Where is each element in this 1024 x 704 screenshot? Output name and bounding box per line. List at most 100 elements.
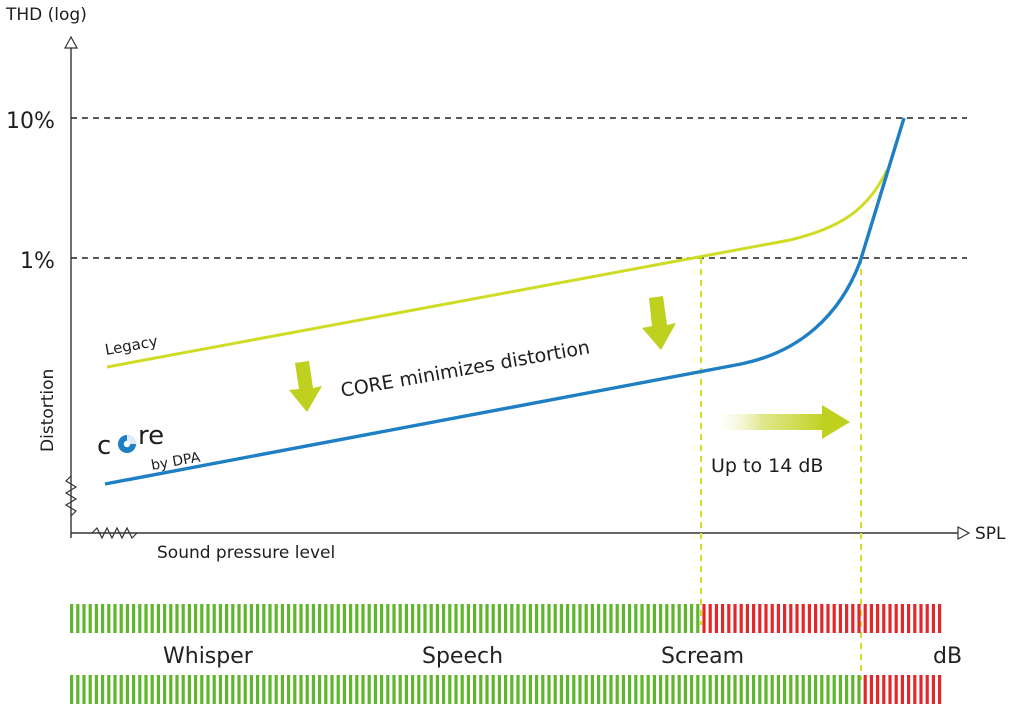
meter-segment-green <box>671 675 675 704</box>
meter-segment-green <box>479 675 483 704</box>
meter-segment-green <box>355 675 359 704</box>
meter-segment-red <box>708 604 712 633</box>
meter-segment-green <box>510 675 514 704</box>
minimizes-callout: CORE minimizes distortion <box>339 336 591 402</box>
meter-segment-green <box>541 675 545 704</box>
meter-segment-green <box>169 675 173 704</box>
meter-segment-green <box>355 604 359 633</box>
meter-segment-green <box>448 675 452 704</box>
meter-segment-green <box>274 604 278 633</box>
meter-segment-green <box>212 675 216 704</box>
meter-segment-green <box>696 604 700 633</box>
meter-segment-red <box>857 604 861 633</box>
meter-segment-green <box>590 604 594 633</box>
meter-segment-red <box>826 604 830 633</box>
meter-segment-green <box>169 604 173 633</box>
meter-segment-green <box>473 675 477 704</box>
meter-segment-green <box>783 675 787 704</box>
meter-segment-green <box>845 675 849 704</box>
meter-segment-red <box>894 675 898 704</box>
meter-segment-green <box>516 675 520 704</box>
meter-segment-green <box>293 675 297 704</box>
meter-segment-green <box>237 604 241 633</box>
meter-segment-green <box>621 604 625 633</box>
meter-segment-green <box>150 604 154 633</box>
meter-segment-red <box>863 675 867 704</box>
meter-segment-green <box>615 604 619 633</box>
meter-segment-green <box>528 675 532 704</box>
meter-segment-green <box>677 604 681 633</box>
band-label-whisper: Whisper <box>163 644 254 669</box>
meter-segment-green <box>572 604 576 633</box>
meter-segment-green <box>181 675 185 704</box>
level-label-10pct: 10% <box>6 109 55 134</box>
meter-segment-green <box>318 675 322 704</box>
meter-segment-green <box>342 604 346 633</box>
meter-segment-green <box>175 604 179 633</box>
meter-segment-green <box>280 604 284 633</box>
meter-segment-green <box>795 675 799 704</box>
meter-segment-red <box>838 604 842 633</box>
meter-segment-green <box>194 604 198 633</box>
y-axis-arrow-icon <box>63 35 79 49</box>
meter-segment-green <box>535 675 539 704</box>
core-curve <box>104 117 906 486</box>
meter-segment-green <box>473 604 477 633</box>
x-axis-arrow-icon <box>957 525 971 541</box>
meter-segment-green <box>138 604 142 633</box>
meter-segment-green <box>287 604 291 633</box>
meter-segment-green <box>448 604 452 633</box>
meter-segment-green <box>690 604 694 633</box>
meter-segment-green <box>404 604 408 633</box>
meter-segment-green <box>175 675 179 704</box>
x-axis-side-label: Sound pressure level <box>157 543 335 563</box>
meter-segment-green <box>386 675 390 704</box>
meter-segment-green <box>553 675 557 704</box>
meter-segment-green <box>553 604 557 633</box>
meter-segment-green <box>442 604 446 633</box>
meter-segment-red <box>795 604 799 633</box>
meter-segment-green <box>404 675 408 704</box>
meter-segment-green <box>423 675 427 704</box>
meter-segment-green <box>566 604 570 633</box>
meter-segment-green <box>231 604 235 633</box>
meter-segment-green <box>336 604 340 633</box>
meter-segment-red <box>764 604 768 633</box>
meter-segment-green <box>256 675 260 704</box>
meter-segment-green <box>392 675 396 704</box>
meter-segment-red <box>770 604 774 633</box>
meter-segment-green <box>857 675 861 704</box>
meter-segment-green <box>349 675 353 704</box>
meter-segment-green <box>609 675 613 704</box>
band-label-speech: Speech <box>422 644 503 669</box>
meter-segment-green <box>584 675 588 704</box>
meter-segment-red <box>876 675 880 704</box>
meter-segment-green <box>485 675 489 704</box>
meter-segment-green <box>522 604 526 633</box>
meter-segment-green <box>504 675 508 704</box>
meter-segment-green <box>714 675 718 704</box>
meter-segment-green <box>212 604 216 633</box>
meter-segment-green <box>851 675 855 704</box>
meter-segment-green <box>665 675 669 704</box>
meter-segment-red <box>907 675 911 704</box>
meter-segment-green <box>237 675 241 704</box>
meter-segment-green <box>299 675 303 704</box>
meter-segment-green <box>256 604 260 633</box>
meter-segment-green <box>336 675 340 704</box>
meter-segment-green <box>156 604 160 633</box>
meter-segment-green <box>578 604 582 633</box>
meter-segment-red <box>876 604 880 633</box>
meter-segment-green <box>838 675 842 704</box>
core-logo-c: c <box>97 431 111 461</box>
meter-segment-green <box>597 675 601 704</box>
meter-segment-green <box>640 604 644 633</box>
meter-segment-green <box>609 604 613 633</box>
meter-segment-red <box>851 604 855 633</box>
meter-segment-green <box>566 675 570 704</box>
meter-segment-green <box>640 675 644 704</box>
threshold-lines <box>71 117 967 259</box>
meter-segment-green <box>101 675 105 704</box>
meter-segment-green <box>634 604 638 633</box>
gain-arrow-icon <box>710 405 850 439</box>
